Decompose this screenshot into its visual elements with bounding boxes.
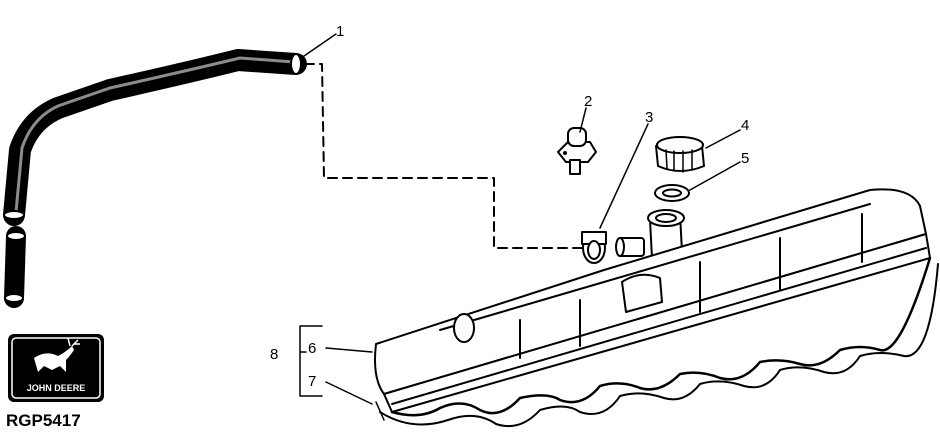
callout-4: 4	[741, 117, 749, 134]
hose-end-segment	[4, 226, 26, 308]
callout-2: 2	[584, 93, 592, 110]
callout-3: 3	[645, 109, 653, 126]
cap-seal	[654, 184, 690, 202]
leader-lines	[299, 33, 741, 405]
deer-logo-icon	[34, 337, 80, 372]
connection-dash-line	[304, 63, 603, 249]
hose-clamp	[581, 231, 607, 264]
cover-gasket	[375, 263, 939, 428]
tube-fitting	[557, 127, 597, 175]
breather-hose	[3, 49, 307, 226]
callout-1: 1	[336, 23, 344, 40]
callout-5: 5	[741, 150, 749, 167]
figure-id: RGP5417	[6, 411, 81, 430]
logo-text: JOHN DEERE	[27, 383, 86, 393]
callout-6: 6	[308, 340, 316, 357]
rocker-arm-cover	[374, 188, 932, 417]
filler-cap	[655, 136, 705, 173]
brand-logo: JOHN DEERE	[8, 334, 104, 402]
callout-7: 7	[308, 373, 316, 390]
callout-8: 8	[270, 346, 278, 363]
